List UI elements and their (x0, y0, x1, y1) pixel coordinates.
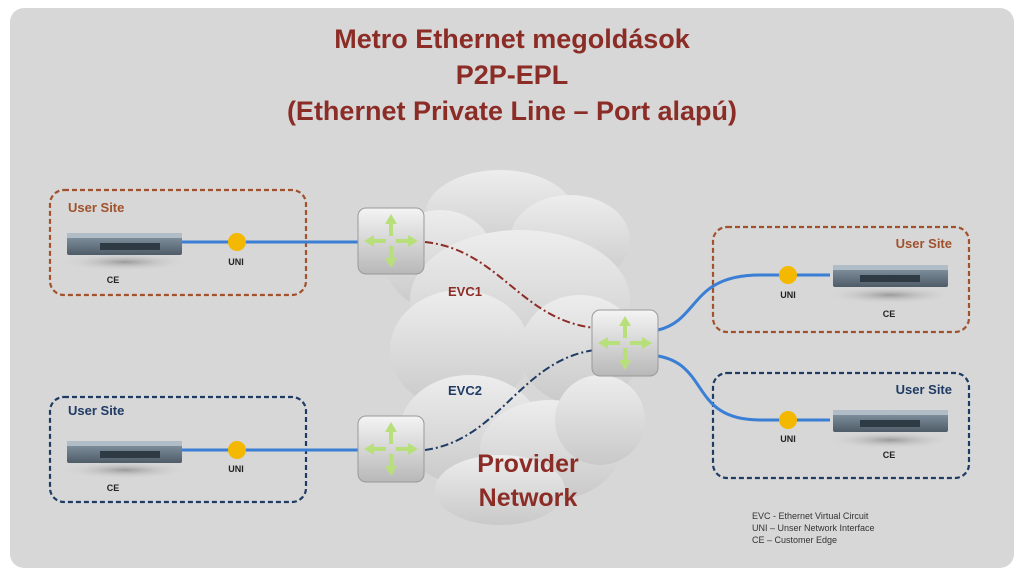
provider-network-label-1: Provider (477, 450, 579, 478)
site-label-bottom-right: User Site (896, 382, 952, 397)
evc2-line (424, 349, 596, 451)
site-box-bottom-right (711, 371, 971, 480)
evc2-label: EVC2 (448, 383, 482, 398)
ce-switch-bottom-right (825, 410, 955, 449)
uni-dot-bottom-right (779, 411, 797, 429)
title-line-3: (Ethernet Private Line – Port alapú) (286, 96, 738, 126)
uni-dot-top-left (228, 233, 246, 251)
legend-item-evc: EVC - Ethernet Virtual Circuit (752, 511, 869, 521)
provider-cloud (385, 170, 645, 525)
site-box-top-right (711, 225, 971, 334)
router-left-top (357, 207, 425, 275)
ce-label-bottom-right: CE (883, 450, 896, 460)
uni-label-bottom-right: UNI (780, 434, 796, 444)
ce-label-top-right: CE (883, 309, 896, 319)
uni-label-top-right: UNI (780, 290, 796, 300)
ce-label-top-left: CE (107, 275, 120, 285)
ce-switch-bottom-left (60, 441, 190, 479)
uni-dot-top-right (779, 266, 797, 284)
router-left-bottom (357, 415, 425, 483)
ce-label-bottom-left: CE (107, 483, 120, 493)
legend-item-uni: UNI – Unser Network Interface (752, 523, 875, 533)
uni-dot-bottom-left (228, 441, 246, 459)
legend: EVC - Ethernet Virtual Circuit UNI – Uns… (752, 510, 875, 546)
router-right (591, 309, 659, 377)
uni-label-top-left: UNI (228, 257, 244, 267)
access-link-top-right (657, 273, 830, 332)
site-label-top-left: User Site (68, 200, 124, 215)
legend-item-ce: CE – Customer Edge (752, 535, 838, 545)
title-line-2: P2P-EPL (455, 60, 569, 90)
uni-label-bottom-left: UNI (228, 464, 244, 474)
evc1-line (424, 241, 596, 329)
ce-switch-top-left (60, 233, 190, 271)
evc1-label: EVC1 (448, 284, 482, 299)
access-link-bottom-right (657, 354, 830, 422)
site-label-top-right: User Site (896, 236, 952, 251)
ce-switch-top-right (825, 265, 955, 304)
title-line-1: Metro Ethernet megoldások (334, 24, 690, 54)
provider-network-label-2: Network (479, 484, 578, 512)
site-label-bottom-left: User Site (68, 403, 124, 418)
